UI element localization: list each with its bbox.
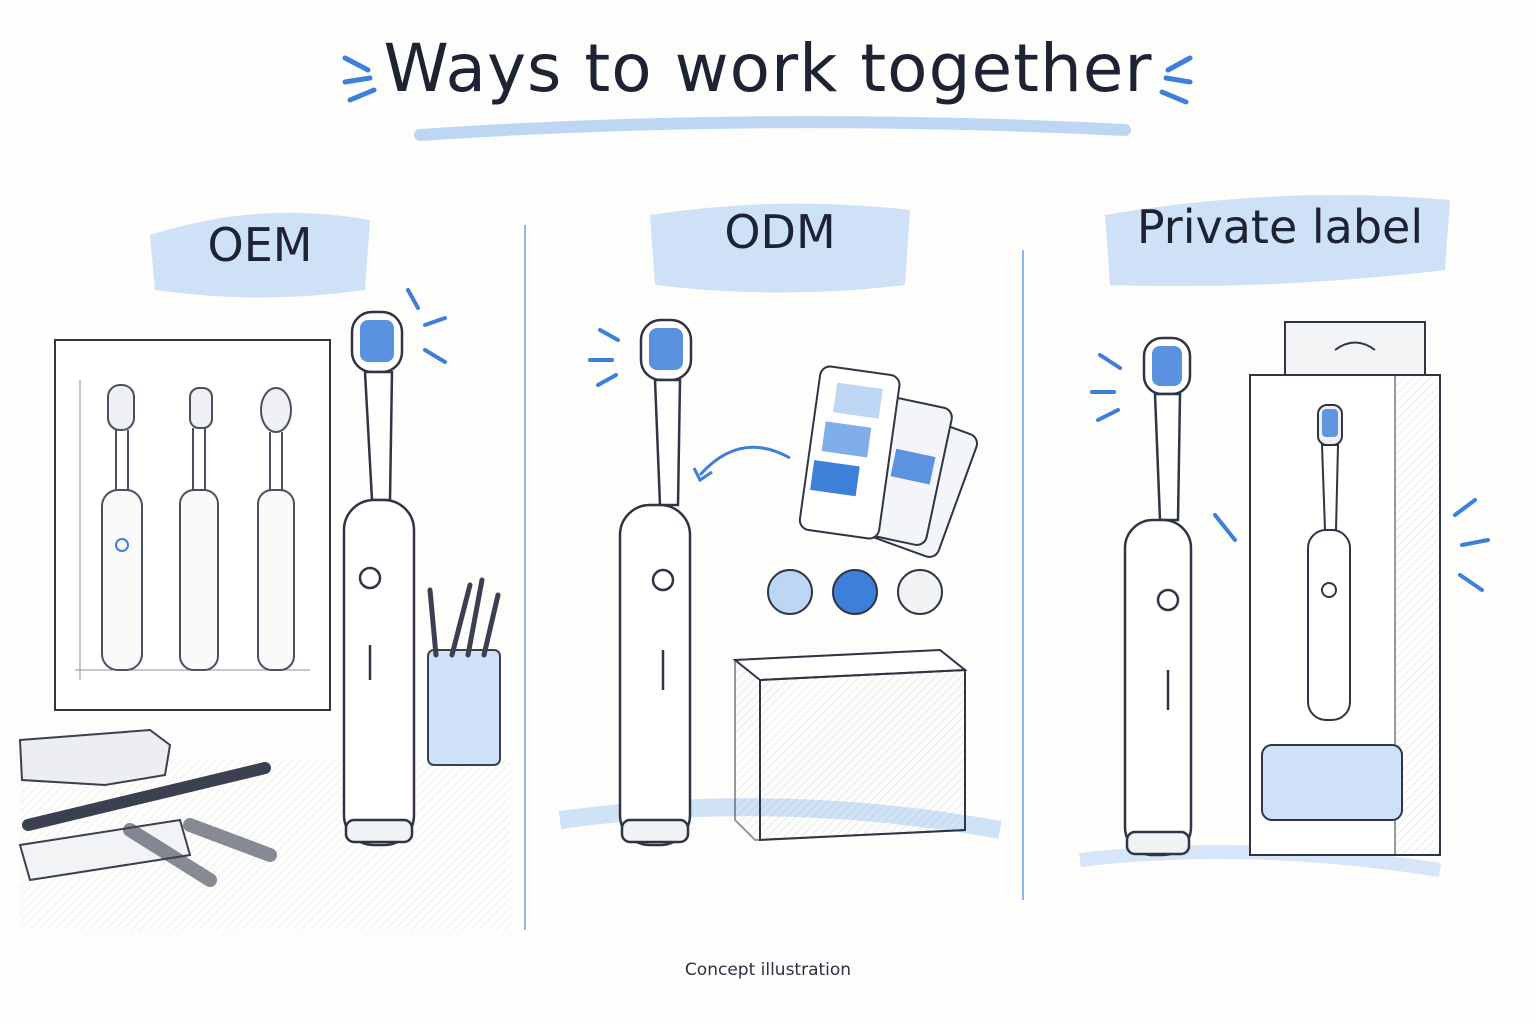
color-dot-light: [767, 569, 813, 615]
odm-toothbrush: [618, 318, 693, 847]
private-label-toothbrush: [1123, 336, 1193, 857]
panel-title-oem: OEM: [207, 218, 313, 272]
color-dot-white: [897, 569, 943, 615]
odm-box: [732, 648, 968, 842]
oem-brush-highlight: [150, 212, 370, 298]
blueprint-toothbrush-3: [257, 387, 295, 671]
color-dot-blue: [832, 569, 878, 615]
page-title: Ways to work together: [383, 30, 1153, 107]
title-decoration: [342, 55, 1193, 141]
pencil: [22, 762, 271, 831]
private-label-brush-highlight: [1105, 195, 1450, 286]
panel-title-private-label: Private label: [1136, 200, 1424, 254]
private-label-scene: [1079, 321, 1490, 877]
pencil-cup: [427, 649, 501, 766]
caption: Concept illustration: [684, 960, 852, 980]
oem-scene: [18, 288, 510, 930]
color-swatch-fan: [798, 365, 979, 558]
panel-title-odm: ODM: [724, 205, 836, 259]
odm-scene: [558, 318, 1002, 847]
blueprint-toothbrush-1: [101, 384, 143, 671]
arrow-icon: [698, 445, 791, 476]
odm-brush-highlight: [650, 203, 910, 293]
wood-block: [18, 728, 172, 787]
retail-box: [1249, 321, 1441, 856]
blueprint-toothbrush-2: [179, 387, 219, 671]
oem-toothbrush: [342, 310, 416, 847]
